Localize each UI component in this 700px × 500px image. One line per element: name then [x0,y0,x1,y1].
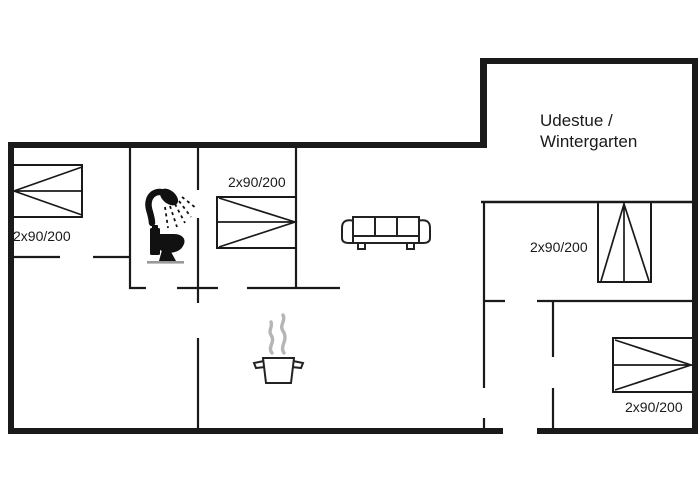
bed-label-left: 2x90/200 [13,228,71,244]
bed-label-right-upper: 2x90/200 [530,239,588,255]
bed-icon-left [11,164,83,218]
toilet-pedestal [159,250,176,261]
sofa-cushions [353,217,419,237]
outer-walls [8,58,698,434]
wall-wintergarten-top [480,58,698,64]
toilet-tank [150,228,160,255]
bed-label-middle: 2x90/200 [228,174,286,190]
wall-right [692,58,698,434]
sofa-foot-left [357,242,366,250]
toilet-button [152,225,158,229]
sofa-foot-right [406,242,415,250]
pot-left-handle [252,360,266,370]
bed-pattern [11,166,83,216]
bed-pattern [217,197,298,248]
pot-right-handle [291,360,305,370]
shower-head [159,188,179,206]
shower-icon [145,188,197,229]
wall-main-top [8,142,487,148]
sofa-icon [341,216,431,250]
sofa-right-arm [417,219,431,244]
cooking-pot-icon [252,357,305,384]
bed-pattern [613,339,694,391]
room-label-wintergarten-line2: Wintergarten [540,132,637,151]
wall-wintergarten-left [480,58,487,148]
wall-bottom-right-segment [537,428,698,434]
wall-left [8,142,14,434]
bed-icon-right-lower [612,337,694,393]
sofa-body [352,216,420,244]
shower-spray [164,196,197,229]
steam-icon [268,313,287,355]
bed-icon-middle [216,196,298,249]
toilet-bowl [160,234,185,253]
sofa-left-arm [341,219,355,244]
bed-label-right-lower: 2x90/200 [625,399,683,415]
shower-hose [145,188,173,227]
toilet-icon [147,225,185,264]
bed-icon-right-upper [597,201,652,283]
wall-bottom-left-segment [8,428,503,434]
room-label-wintergarten-line1: Udestue / [540,111,613,130]
pot-body [261,357,296,384]
toilet-floor-line [147,261,184,264]
interior-walls [11,148,693,429]
bed-pattern [600,201,650,282]
